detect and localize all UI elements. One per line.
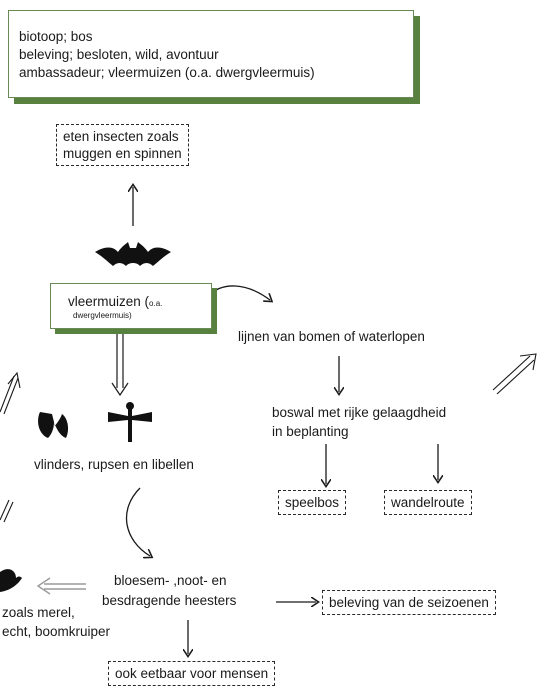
edible-label: ook eetbaar voor mensen (115, 666, 269, 681)
eat-insects-line2: muggen en spinnen (63, 146, 182, 161)
birds-line2: echt, boomkruiper (2, 624, 111, 639)
bats-label-small: o.a. (149, 299, 163, 308)
eat-insects-line1: eten insecten zoals (63, 129, 179, 144)
dragonfly-icon (108, 402, 152, 442)
butterfly-icon (38, 412, 69, 438)
eat-insects-box: eten insecten zoals muggen en spinnen (56, 124, 189, 166)
boswal-line2: in beplanting (272, 424, 349, 439)
speelbos-label: speelbos (285, 495, 340, 510)
bats-box: vleermuizen (o.a. dwergvleermuis) (50, 283, 212, 329)
header-box: biotoop; bos beleving; besloten, wild, a… (8, 10, 414, 98)
shrubs-line2: besdragende heesters (102, 593, 237, 608)
arrow-bats-to-treelines (207, 285, 270, 300)
bat-icon (95, 242, 171, 266)
bats-label: vleermuizen ( (68, 294, 150, 309)
shrubs-line1: bloesem- ,noot- en (114, 573, 227, 588)
bird-icon (0, 569, 22, 592)
wandelroute-label: wandelroute (391, 495, 465, 510)
header-biotope: biotoop; bos (19, 29, 93, 44)
double-arrow-upright (492, 355, 535, 395)
seasons-label: beleving van de seizoenen (329, 595, 489, 610)
tree-lines-text: lijnen van bomen of waterlopen (238, 329, 425, 344)
header-experience: beleving; besloten, wild, avontuur (19, 47, 219, 62)
double-arrow-shrubs-to-birds (44, 583, 86, 590)
header-ambassador: ambassadeur; vleermuizen (o.a. dwergvlee… (19, 65, 315, 80)
boswal-line1: boswal met rijke gelaagdheid (272, 405, 447, 420)
double-arrow-bats-insects (116, 332, 124, 388)
birds-line1: zoals merel, (2, 605, 75, 620)
bats-label-small2: dwergvleermuis) (73, 311, 132, 320)
arrow-insects-to-shrubs (125, 487, 150, 556)
speelbos-box: speelbos (278, 490, 347, 515)
wandelroute-box: wandelroute (384, 490, 472, 515)
insects-text: vlinders, rupsen en libellen (34, 457, 194, 472)
seasons-box: beleving van de seizoenen (322, 590, 496, 615)
edible-box: ook eetbaar voor mensen (108, 661, 276, 686)
